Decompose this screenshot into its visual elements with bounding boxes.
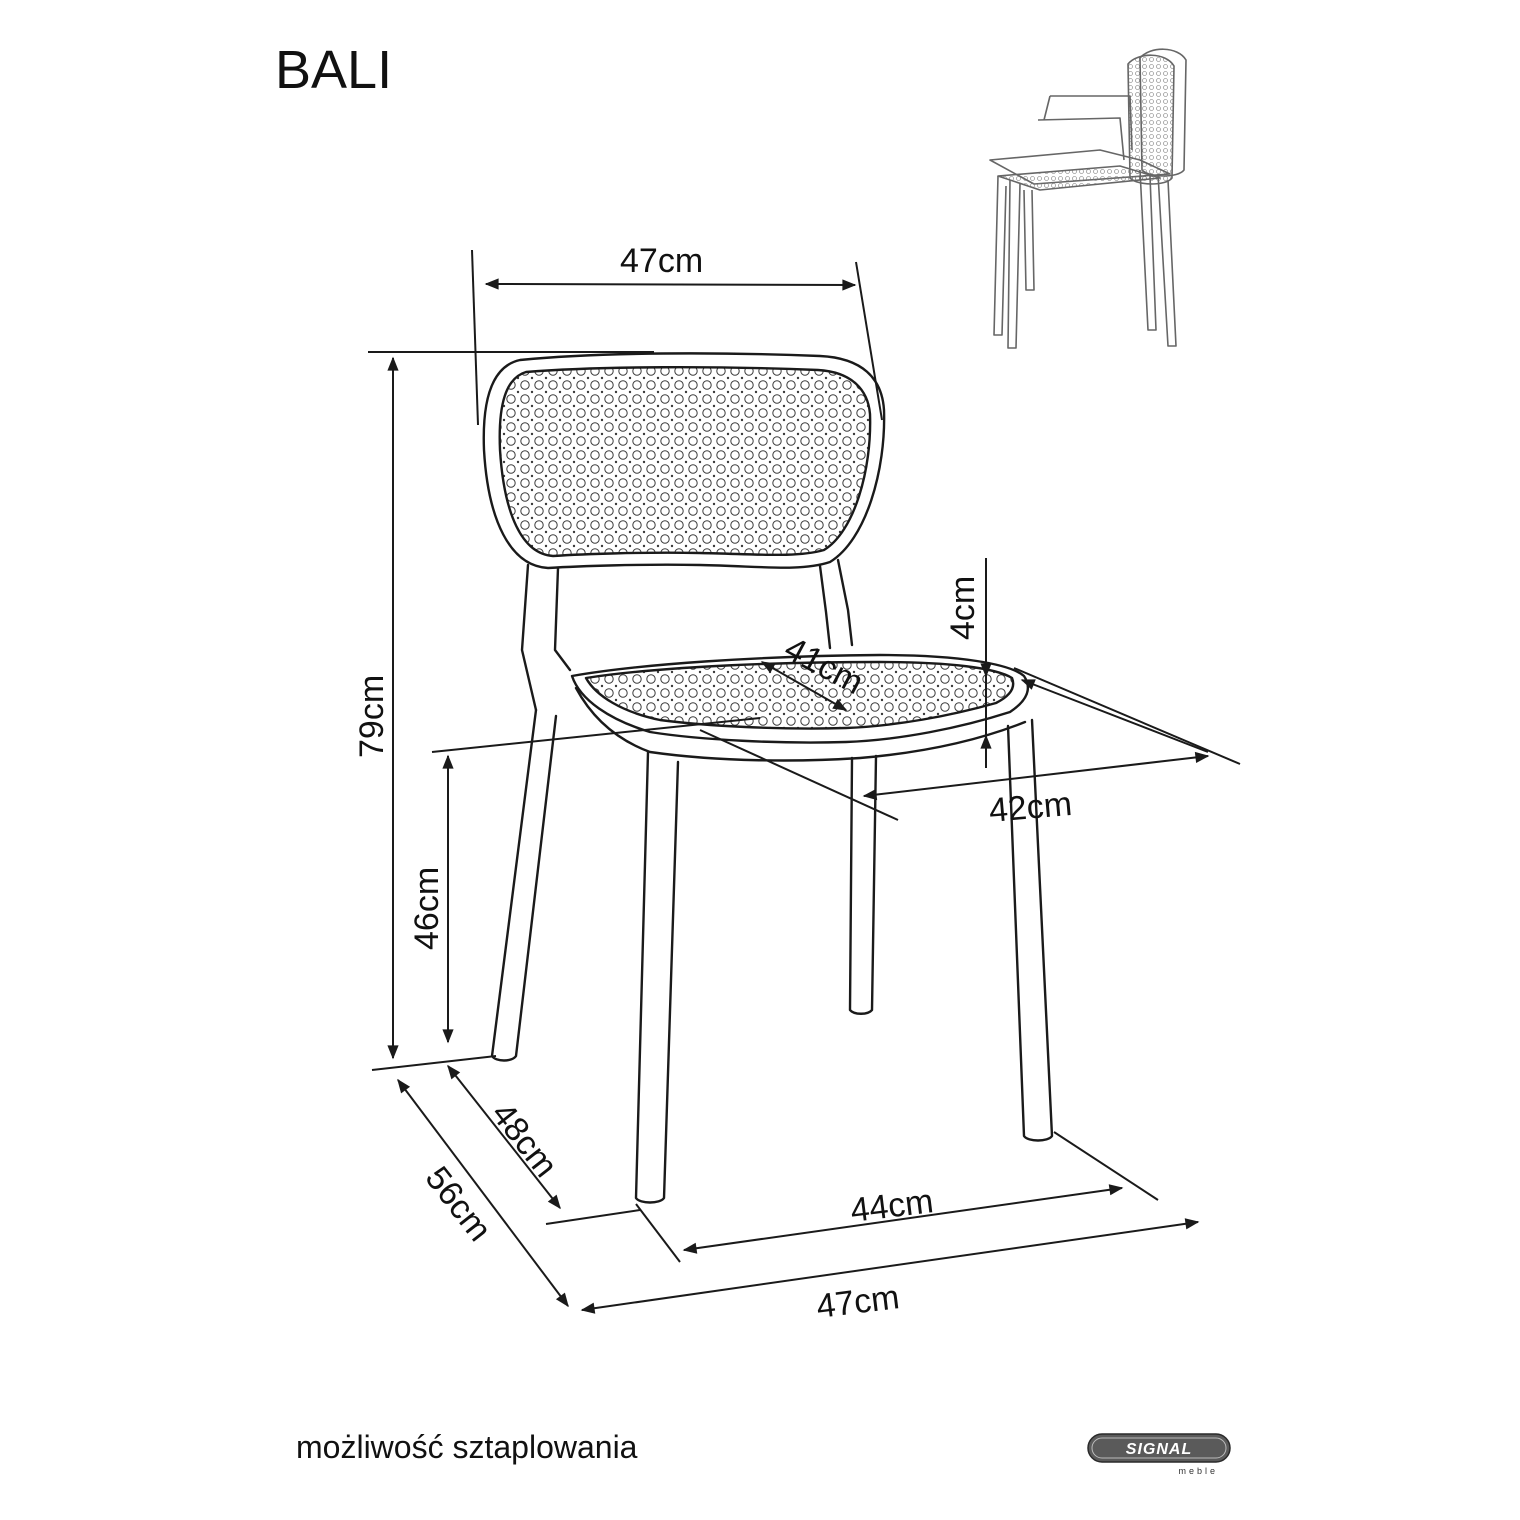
dim-total-depth-arrow — [397, 1078, 569, 1308]
label-leg-width: 44cm — [848, 1182, 935, 1230]
dim-seat-width-arrow-right — [1020, 679, 1209, 753]
logo-brand: SIGNAL — [1126, 1441, 1192, 1458]
chair-back-post-right — [836, 558, 854, 647]
chair-seat — [570, 653, 1030, 744]
chair-back-post-left-inner — [553, 566, 572, 672]
dim-seat-height-ext-top — [431, 717, 761, 753]
chair-leg-back-left — [490, 708, 558, 1062]
chair-leg-front-right — [1006, 718, 1054, 1142]
dim-back-width-arrow — [484, 278, 857, 291]
chair-leg-front-left — [634, 750, 680, 1204]
dim-leg-depth-ext — [545, 1209, 641, 1225]
signal-logo: SIGNAL meble — [1087, 1433, 1231, 1476]
label-total-depth: 56cm — [418, 1160, 499, 1249]
label-total-height: 79cm — [353, 675, 391, 758]
chair-drawing — [482, 352, 1054, 1204]
label-leg-depth: 48cm — [484, 1096, 565, 1185]
label-seat-thickness: 4cm — [944, 576, 982, 640]
stacking-caption: możliwość sztaplowania — [296, 1429, 638, 1465]
chair-leg-back-right — [848, 754, 878, 1015]
dim-seat-width-arrow — [862, 751, 1210, 801]
stacked-chairs-thumbnail — [989, 48, 1187, 349]
label-seat-width: 42cm — [987, 785, 1073, 830]
chair-backrest-inner — [498, 366, 872, 558]
dim-leg-width-ext-right — [1053, 1131, 1159, 1201]
chair-back-post-left — [520, 563, 538, 712]
dim-back-width-ext-right — [855, 261, 883, 421]
dim-total-width-arrow — [580, 1218, 1200, 1314]
product-title: BALI — [275, 40, 392, 100]
label-back-width: 47cm — [620, 242, 703, 280]
dim-seat-width-ext-right — [1013, 667, 1241, 765]
label-seat-height: 46cm — [408, 867, 446, 950]
logo-sub: meble — [1178, 1466, 1218, 1476]
label-total-width: 47cm — [814, 1278, 901, 1326]
dim-leg-width-ext-left — [635, 1203, 681, 1263]
chair-back-post-right-inner — [818, 564, 832, 650]
dim-seat-depth-arrow — [760, 661, 848, 711]
chair-backrest — [482, 352, 886, 570]
dim-back-width-ext-left — [471, 249, 479, 426]
dimension-lines — [368, 249, 1241, 1314]
chair-seat-apron — [574, 686, 1027, 762]
dim-floor-ext — [371, 1055, 497, 1071]
dim-seat-depth-ext — [699, 729, 899, 821]
dimension-labels: 47cm 79cm 46cm 4cm 41cm 42cm 48cm 56cm 4… — [353, 242, 1074, 1326]
